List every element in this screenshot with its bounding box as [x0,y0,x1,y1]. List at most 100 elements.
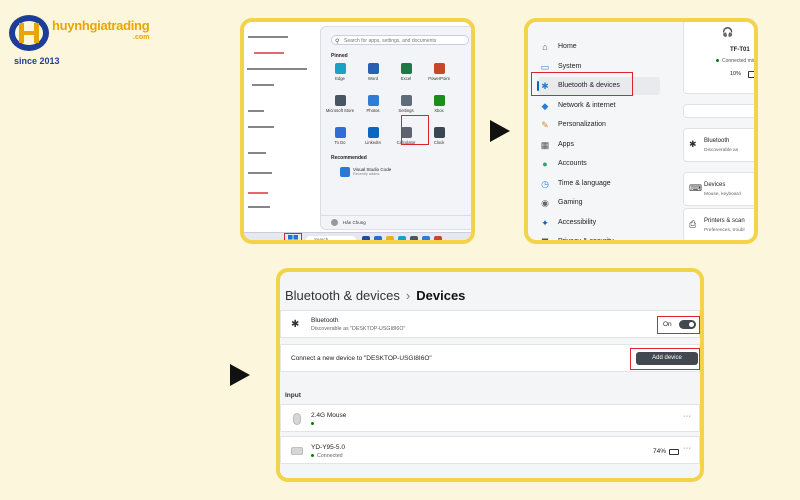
recommended-item-name: Visual Studio Code [353,167,392,172]
devices-panel: Bluetooth & devices›Devices ✱ Bluetooth … [276,268,704,482]
settings-panel: ⌂Home ▭System✱Bluetooth & devices ◆Network… [524,18,758,244]
pinned-app[interactable]: Excel [391,63,421,81]
start-button-highlight [284,233,302,240]
more-options-icon[interactable]: ··· [683,413,692,420]
arrow-right-icon [490,120,510,142]
logo-mark-icon [9,15,49,51]
pinned-app[interactable]: To Do [325,127,355,145]
sidebar-item-bluetooth-devices[interactable]: ✱Bluetooth & devices [537,77,660,95]
breadcrumb: Bluetooth & devices›Devices [285,288,465,303]
search-icon: ⚲ [335,39,340,45]
brand-since: since 2013 [14,56,60,66]
bluetooth-card-title: Bluetooth [704,138,730,144]
device-status [311,421,317,427]
nav-icon: ◷ [541,178,549,189]
device-row[interactable]: 2.4G Mouse ··· [280,404,700,432]
pinned-app[interactable]: Photos [358,95,388,113]
pinned-app-label: Clock [433,140,445,145]
start-user[interactable]: Hân Chung [321,215,471,229]
add-device-button[interactable]: Add device [636,352,698,365]
pinned-app[interactable]: Settings [391,95,421,113]
sidebar-item-label: Accounts [558,160,587,167]
keyboard-icon [291,447,303,455]
sidebar-item-label: Apps [558,140,574,148]
pinned-app-label: To Do [334,140,346,145]
sidebar-item-privacy-security[interactable]: ⛊ Privacy & security [538,233,660,244]
brand-logo: huynhgiatrading .com since 2013 [8,10,178,66]
devices-card-title: Devices [704,182,726,188]
to-do-icon [334,127,346,138]
pinned-app-label: Word [368,76,378,81]
pinned-app-label: PowerPoint [428,76,450,81]
device-battery: 74% [653,448,667,455]
printers-card-sub: Preferences, troubl [704,228,745,233]
sidebar-item-accounts[interactable]: ●Accounts [538,155,660,173]
mouse-icon [293,413,301,425]
sidebar-item-personalization[interactable]: ✎Personalization [538,116,660,134]
taskbar-app-icon[interactable] [398,236,406,240]
sidebar-item-label: Home [558,43,577,50]
pinned-app-label: Settings [398,108,414,113]
excel-icon [400,63,412,74]
device-name: YD-Y95-5.0 [311,444,345,451]
taskbar-app-icon[interactable] [422,236,430,240]
taskbar: Search [244,232,471,244]
pinned-app[interactable]: Clock [424,127,454,145]
brand-name: huynhgiatrading [52,18,150,33]
pinned-app[interactable]: Word [358,63,388,81]
printers-card[interactable]: ⎙ Printers & scan Preferences, troubl [683,208,754,240]
nav-icon: ◉ [541,198,549,208]
page-title: Devices [416,288,466,303]
bluetooth-title: Bluetooth [311,317,339,324]
pinned-app[interactable]: Microsoft Store [325,95,355,113]
battery-icon [748,71,754,78]
sidebar-item-accessibility[interactable]: ✦Accessibility [538,214,660,232]
taskbar-search[interactable]: Search [306,236,356,242]
bluetooth-card[interactable]: ✱ Bluetooth Discoverable as [683,128,754,162]
edge-icon [334,63,346,74]
sidebar-item-apps[interactable]: ▦Apps [538,136,660,154]
sidebar-item-gaming[interactable]: ◉Gaming [538,194,660,212]
sidebar-item-time-language[interactable]: ◷Time & language [538,175,660,193]
sidebar-item-system[interactable]: ▭System [538,58,660,76]
pinned-app[interactable]: LinkedIn [358,127,388,145]
start-search-placeholder: Search for apps, settings, and documents [344,38,437,44]
windows-start-icon[interactable] [288,235,298,244]
more-options-icon[interactable]: ··· [683,445,692,452]
nav-icon: ⛊ [541,237,549,244]
recommended-item-sub: Recently added [353,172,380,176]
taskbar-app-icon[interactable] [386,236,394,240]
taskbar-app-icon[interactable] [374,236,382,240]
taskbar-app-icon[interactable] [410,236,418,240]
recommended-item[interactable]: Visual Studio Code Recently added [340,167,392,177]
breadcrumb-parent[interactable]: Bluetooth & devices [285,288,400,303]
bluetooth-toggle[interactable] [679,320,696,329]
calculator-icon [400,127,412,138]
word-icon [367,63,379,74]
bluetooth-row: ✱ Bluetooth Discoverable as "DESKTOP-USG… [280,310,700,338]
settings-icon [400,95,412,106]
brand-domain: .com [133,34,150,41]
settings-right-pane: 🎧 TF-T01 Connected mic, 10% ✱ Bluetooth … [675,22,754,240]
taskbar-app-icon[interactable] [434,236,442,240]
start-search-input[interactable]: ⚲ Search for apps, settings, and documen… [331,35,469,45]
sidebar-item-network-internet[interactable]: ◆Network & internet [538,97,660,115]
pinned-app[interactable]: Edge [325,63,355,81]
pinned-app[interactable]: Xbox [424,95,454,113]
pinned-app-label: Edge [335,76,345,81]
devices-card[interactable]: ⌨ Devices Mouse, keyboard [683,172,754,206]
microsoft-store-icon [334,95,346,106]
device-card[interactable]: 🎧 TF-T01 Connected mic, 10% [683,22,754,94]
pinned-app[interactable]: PowerPoint [424,63,454,81]
sidebar-item-label: Privacy & security [558,238,614,244]
taskbar-search-label: Search [314,237,329,242]
device-row[interactable]: YD-Y95-5.0 Connected 74% ··· [280,436,700,464]
start-menu: ⚲ Search for apps, settings, and documen… [320,26,471,230]
clock-icon [433,127,445,138]
arrow-right-icon [230,364,250,386]
taskbar-app-icon[interactable] [362,236,370,240]
pinned-app[interactable]: Calculator [391,127,421,145]
device-battery: 10% [730,71,742,77]
blank-card [683,104,754,118]
sidebar-item-home[interactable]: ⌂Home [538,38,660,56]
